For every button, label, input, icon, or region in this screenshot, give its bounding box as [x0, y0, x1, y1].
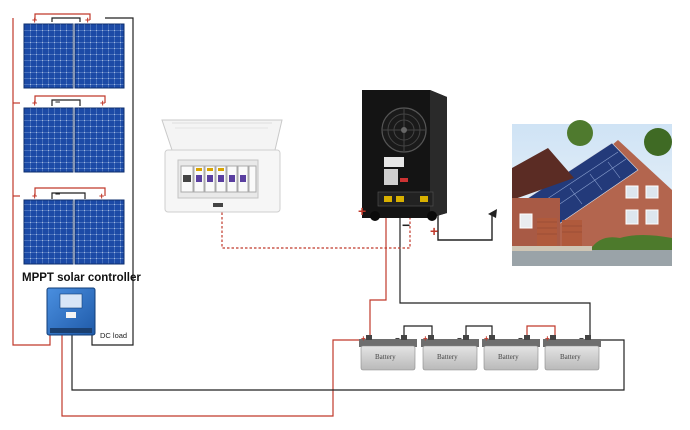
wiring — [12, 13, 625, 417]
panel-4-positive-sign: + — [100, 98, 105, 108]
panel-1-negative-sign: − — [55, 13, 60, 23]
controller-battery-negative-wire — [71, 333, 625, 391]
battery-1: Battery + − — [359, 334, 417, 371]
battery-3-negative-sign: − — [518, 334, 523, 343]
battery-2: Battery + − — [421, 334, 479, 371]
inverter-negative-sign: − — [402, 217, 410, 233]
solar-array: + − + + − + + − + — [23, 13, 125, 265]
battery-3-label: Battery — [498, 353, 519, 361]
panel-5-negative-sign: − — [55, 189, 60, 199]
battery-2-positive-sign: + — [423, 334, 428, 343]
panel-2-positive-sign: + — [85, 15, 90, 25]
battery-3: Battery + − — [482, 334, 540, 371]
arrow-to-house-icon — [488, 209, 497, 218]
battery-2-label: Battery — [437, 353, 458, 361]
battery-4-negative-sign: − — [579, 334, 584, 343]
battery-bank: Battery + − Battery + − Battery + − — [359, 334, 601, 371]
battery-4: Battery + − — [543, 334, 601, 371]
panel-3-negative-sign: − — [55, 97, 60, 107]
battery-4-label: Battery — [560, 353, 581, 361]
battery-4-positive-sign: + — [545, 334, 550, 343]
inverter-output-positive-sign: + — [430, 223, 438, 239]
inverter-battery-positive-wire — [369, 212, 387, 336]
positive-wire-panels-left — [12, 18, 51, 346]
panel-1-positive-sign: + — [32, 15, 37, 25]
panel-5-positive-sign: + — [32, 191, 37, 201]
battery-3-positive-sign: + — [484, 334, 489, 343]
breaker-row — [180, 165, 257, 193]
house-photo — [512, 120, 672, 266]
ac-output-dashed-wire — [221, 208, 411, 249]
battery-1-label: Battery — [375, 353, 396, 361]
distribution-box — [161, 119, 283, 213]
controller-label: MPPT solar controller — [22, 272, 141, 284]
panel-3-positive-sign: + — [32, 98, 37, 108]
controller-battery-positive-wire — [61, 333, 368, 417]
solar-panel-row-2 — [23, 107, 125, 173]
panel-6-positive-sign: + — [99, 191, 104, 201]
dc-load-label: DC load — [100, 331, 128, 340]
battery-1-negative-sign: − — [395, 334, 400, 343]
negative-wire-panels-right — [91, 17, 134, 346]
solar-panel-row-1 — [23, 23, 125, 89]
inverter: + − + — [358, 90, 447, 239]
inverter-battery-negative-wire — [399, 212, 591, 336]
mppt-controller — [46, 287, 96, 336]
inverter-positive-sign: + — [358, 203, 366, 219]
fan-icon — [381, 107, 427, 153]
battery-2-negative-sign: − — [457, 334, 462, 343]
solar-panel-row-3 — [23, 199, 125, 265]
battery-1-positive-sign: + — [361, 334, 366, 343]
